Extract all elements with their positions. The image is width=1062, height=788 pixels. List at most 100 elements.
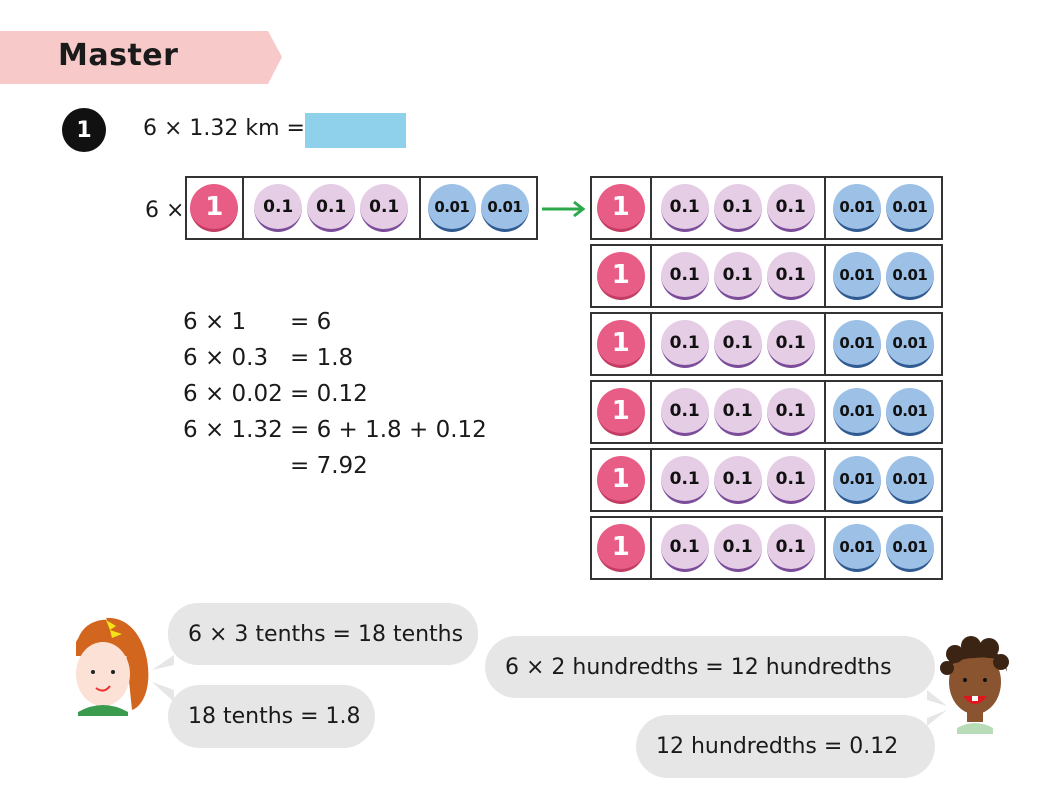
ones-cell: 1 [187,178,244,238]
ones-counter: 1 [596,184,645,232]
speech-text: 6 × 3 tenths = 18 tenths [188,621,464,647]
working-right: = 1.8 [290,345,354,371]
speech-bubble-girl-2: 18 tenths = 1.8 [168,685,375,748]
ones-counter: 1 [190,184,239,232]
ones-counter: 1 [596,456,645,504]
tenths-counter: 0.1 [766,388,815,436]
working-line: 6 × 1.32 = 6 + 1.8 + 0.12 [183,412,487,448]
ones-cell: 1 [592,450,652,510]
hundredths-counter: 0.01 [832,252,881,300]
working-line: 6 × 0.3 = 1.8 [183,340,487,376]
question-text: 6 × 1.32 km = [143,116,305,141]
ones-counter: 1 [596,388,645,436]
hundredths-counter: 0.01 [885,320,934,368]
tenths-counter: 0.1 [660,524,709,572]
working-right: = 6 [290,309,332,335]
working: 6 × 1= 6 6 × 0.3 = 1.8 6 × 0.02 = 0.12 6 × 1.… [183,304,487,484]
working-line: 6 × 0.02 = 0.12 [183,376,487,412]
ones-cell: 1 [592,178,652,238]
hundredths-counter: 0.01 [885,524,934,572]
speech-bubble-boy-1: 6 × 2 hundredths = 12 hundredths [485,636,935,698]
ones-cell: 1 [592,314,652,374]
speech-text: 18 tenths = 1.8 [188,704,361,729]
hundredths-counter: 0.01 [885,456,934,504]
hundredths-counter: 0.01 [885,184,934,232]
hundredths-counter: 0.01 [427,184,476,232]
speech-bubble-girl-1: 6 × 3 tenths = 18 tenths [168,603,478,665]
tenths-counter: 0.1 [660,184,709,232]
tenths-counter: 0.1 [766,184,815,232]
bubble-tails-boy [927,690,947,726]
section-banner [0,31,282,84]
working-left: 6 × 0.3 [183,345,269,371]
arrow-right-icon [542,200,586,218]
speech-text: 12 hundredths = 0.12 [656,734,899,759]
working-line: 6 × 1= 6 [183,304,487,340]
working-right: = 6 + 1.8 + 0.12 [290,417,487,443]
hundredths-counter: 0.01 [832,456,881,504]
tenths-counter: 0.1 [766,320,815,368]
hundredths-counter: 0.01 [832,524,881,572]
working-right: = 7.92 [290,453,368,479]
girl-avatar-icon [76,617,149,716]
tenths-counter: 0.1 [766,524,815,572]
multiplier-label: 6 × [145,198,185,223]
working-left: 6 × 1.32 [183,417,283,443]
tenths-counter: 0.1 [307,184,356,232]
bubble-tails [152,655,174,702]
ones-cell: 1 [592,382,652,442]
ones-counter: 1 [596,252,645,300]
tenths-counter: 0.1 [713,524,762,572]
boy-avatar-icon [940,636,1009,734]
question-number-badge: 1 [62,108,106,152]
hundredths-counter: 0.01 [885,252,934,300]
tenths-counter: 0.1 [360,184,409,232]
working-right: = 0.12 [290,381,368,407]
hundredths-counter: 0.01 [480,184,529,232]
hundredths-counter: 0.01 [885,388,934,436]
hundredths-counter: 0.01 [832,320,881,368]
tenths-counter: 0.1 [713,456,762,504]
tenths-counter: 0.1 [713,388,762,436]
ones-cell: 1 [592,518,652,578]
tenths-counter: 0.1 [713,320,762,368]
tenths-counter: 0.1 [713,252,762,300]
tenths-counter: 0.1 [713,184,762,232]
working-left: 6 × 0.02 [183,381,283,407]
ones-counter: 1 [596,320,645,368]
hundredths-counter: 0.01 [832,388,881,436]
hundredths-counter: 0.01 [832,184,881,232]
tenths-counter: 0.1 [660,456,709,504]
tenths-counter: 0.1 [254,184,303,232]
tenths-counter: 0.1 [660,388,709,436]
tenths-counter: 0.1 [766,252,815,300]
working-left [183,448,290,484]
section-title: Master [58,38,179,73]
tenths-counter: 0.1 [660,252,709,300]
working-line: = 7.92 [183,448,487,484]
tenths-counter: 0.1 [660,320,709,368]
speech-text: 6 × 2 hundredths = 12 hundredths [505,654,892,680]
answer-input-box[interactable] [305,113,406,148]
